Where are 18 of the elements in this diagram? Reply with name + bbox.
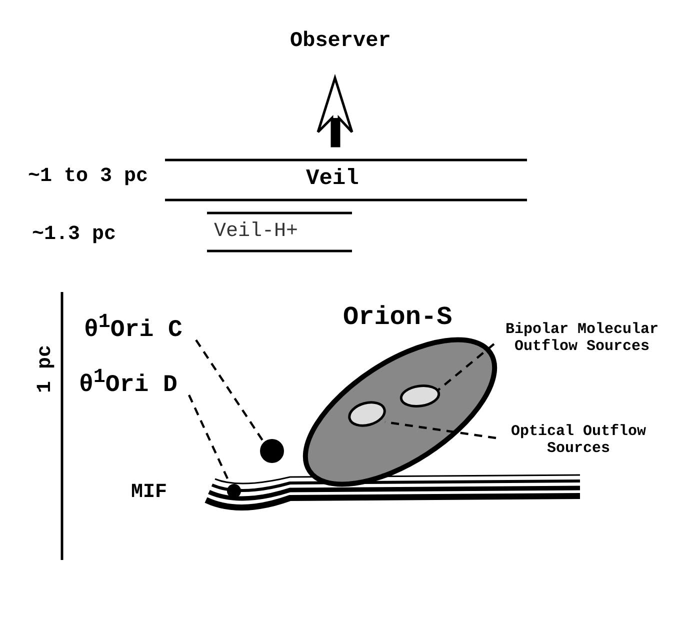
leader-line (195, 339, 264, 442)
star-dot (227, 484, 241, 498)
region-label: MIF (131, 482, 168, 504)
callout-label: Bipolar Molecular Outflow Sources (504, 322, 660, 355)
source-ellipse (348, 401, 386, 427)
star-label: θ$^{1}$Ori D (79, 367, 178, 400)
scale-label: 1 pc (35, 345, 57, 393)
observer-label: Observer (290, 30, 391, 54)
leader-line (384, 420, 496, 440)
layer-label: Veil (306, 167, 359, 192)
star-dot (260, 439, 284, 463)
distance-label: ~1 to 3 pc (28, 166, 148, 188)
region-title: Orion-S (343, 303, 452, 332)
distance-label: ~1.3 pc (32, 224, 116, 246)
leader-line (436, 343, 495, 392)
layer-label: Veil-H+ (214, 221, 298, 243)
callout-label: Optical Outflow Sources (510, 424, 648, 457)
star-label: θ$^{1}$Ori C (84, 312, 182, 344)
